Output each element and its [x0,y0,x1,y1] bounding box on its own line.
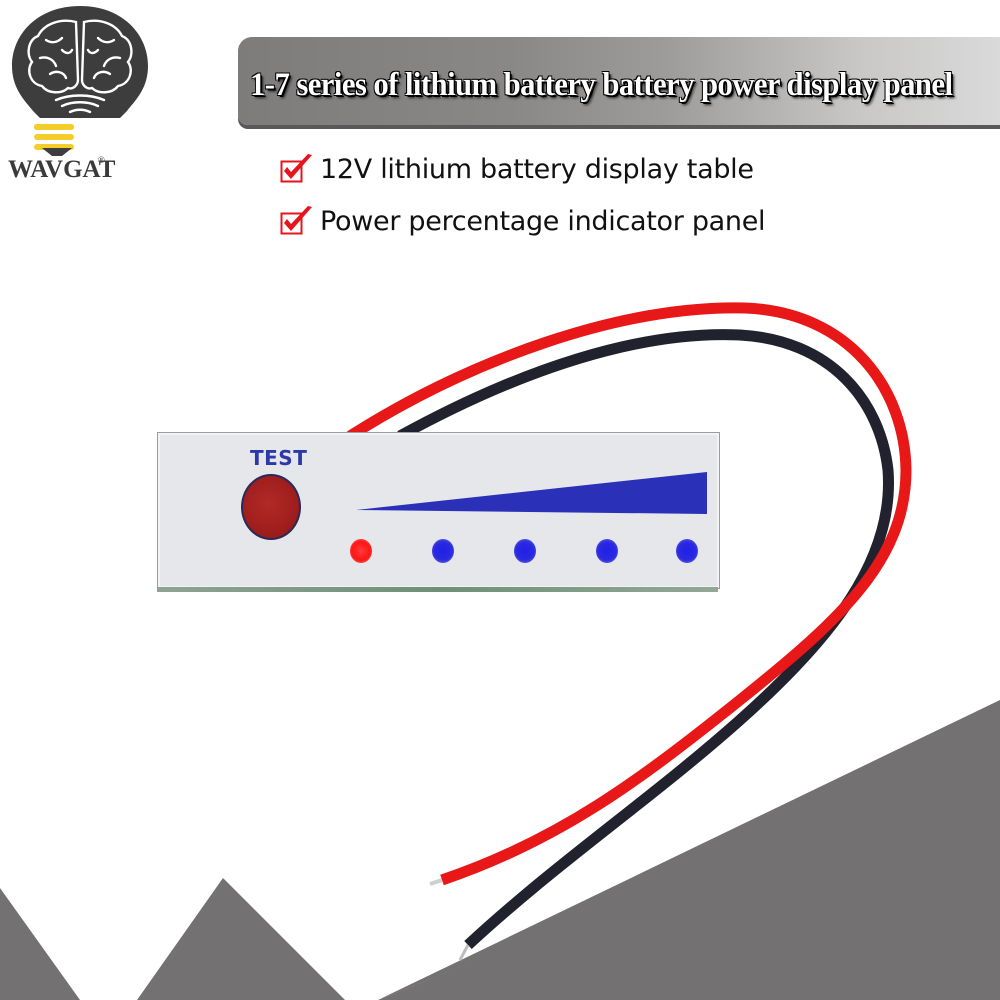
led-indicator-red [350,539,372,563]
feature-label: Power percentage indicator panel [320,205,766,237]
feature-item: 12V lithium battery display table [280,151,754,187]
led-indicator-blue [514,539,536,563]
brand-name: WAVGAT [8,156,116,183]
feature-item: Power percentage indicator panel [280,203,766,239]
feature-label: 12V lithium battery display table [320,153,754,185]
wavgat-logo: WAVGAT ® [0,0,160,200]
registered-mark: ® [98,155,105,165]
led-indicator-blue [596,539,618,563]
test-label: TEST [250,446,308,470]
banner-title: 1-7 series of lithium battery battery po… [250,67,953,103]
pcb-edge [157,587,718,592]
led-indicator-blue [432,539,454,563]
test-button[interactable] [241,474,301,540]
lightbulb-brain-icon [12,6,148,156]
title-banner: 1-7 series of lithium battery battery po… [238,37,1000,125]
checkbox-checked-icon [280,154,312,183]
led-indicator-blue [676,539,698,563]
checkbox-checked-icon [280,206,312,235]
